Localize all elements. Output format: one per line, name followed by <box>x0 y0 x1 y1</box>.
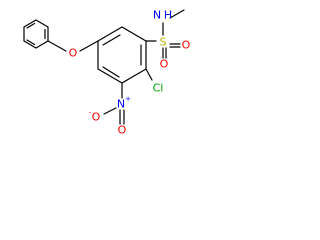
bond <box>26 39 36 46</box>
bond <box>35 40 49 49</box>
atom-label: O <box>69 47 78 60</box>
atom-label: O <box>160 58 169 71</box>
atom-label: O <box>118 124 127 137</box>
bond <box>169 9 185 19</box>
atom-label: S <box>160 36 167 49</box>
atom-cl: Cl <box>153 82 164 95</box>
bond <box>121 26 147 42</box>
atom-o-nitro-double: O <box>118 124 127 137</box>
atom-label: H <box>164 9 172 22</box>
bond <box>102 34 121 46</box>
atom-s-sulfonyl: S <box>160 36 167 49</box>
benzene-ring <box>97 26 147 84</box>
atom-o-sulfonyl-bottom: O <box>160 58 169 71</box>
bond <box>23 19 37 28</box>
bond <box>26 22 36 29</box>
bond <box>102 66 120 78</box>
charge-label: + <box>125 95 131 103</box>
atom-o-sulfonyl-right: O <box>182 39 191 52</box>
atom-n-amide: N H <box>153 9 172 22</box>
bond <box>23 40 37 49</box>
atom-label: Cl <box>153 82 164 95</box>
atom-label: N <box>117 98 125 111</box>
bond <box>79 40 99 52</box>
bond <box>35 19 49 28</box>
atom-label: O <box>92 111 101 124</box>
phenyl-ring <box>23 19 49 49</box>
atom-o-nitro-minus: O - <box>89 109 101 124</box>
atom-label: O <box>182 39 191 52</box>
bond <box>47 40 67 52</box>
atom-n-nitro: N + <box>117 95 131 111</box>
bond <box>97 26 123 42</box>
bond <box>103 107 117 115</box>
bond <box>121 68 147 84</box>
atom-label: N <box>153 9 161 22</box>
bond <box>145 68 153 81</box>
charge-label: - <box>89 109 92 117</box>
atom-o-ether: O <box>69 47 78 60</box>
structure-canvas: O N H S O O Cl N + O - O <box>0 0 222 155</box>
bond <box>97 68 123 84</box>
chemical-structure-drawing: O N H S O O Cl N + O - O <box>23 9 191 137</box>
